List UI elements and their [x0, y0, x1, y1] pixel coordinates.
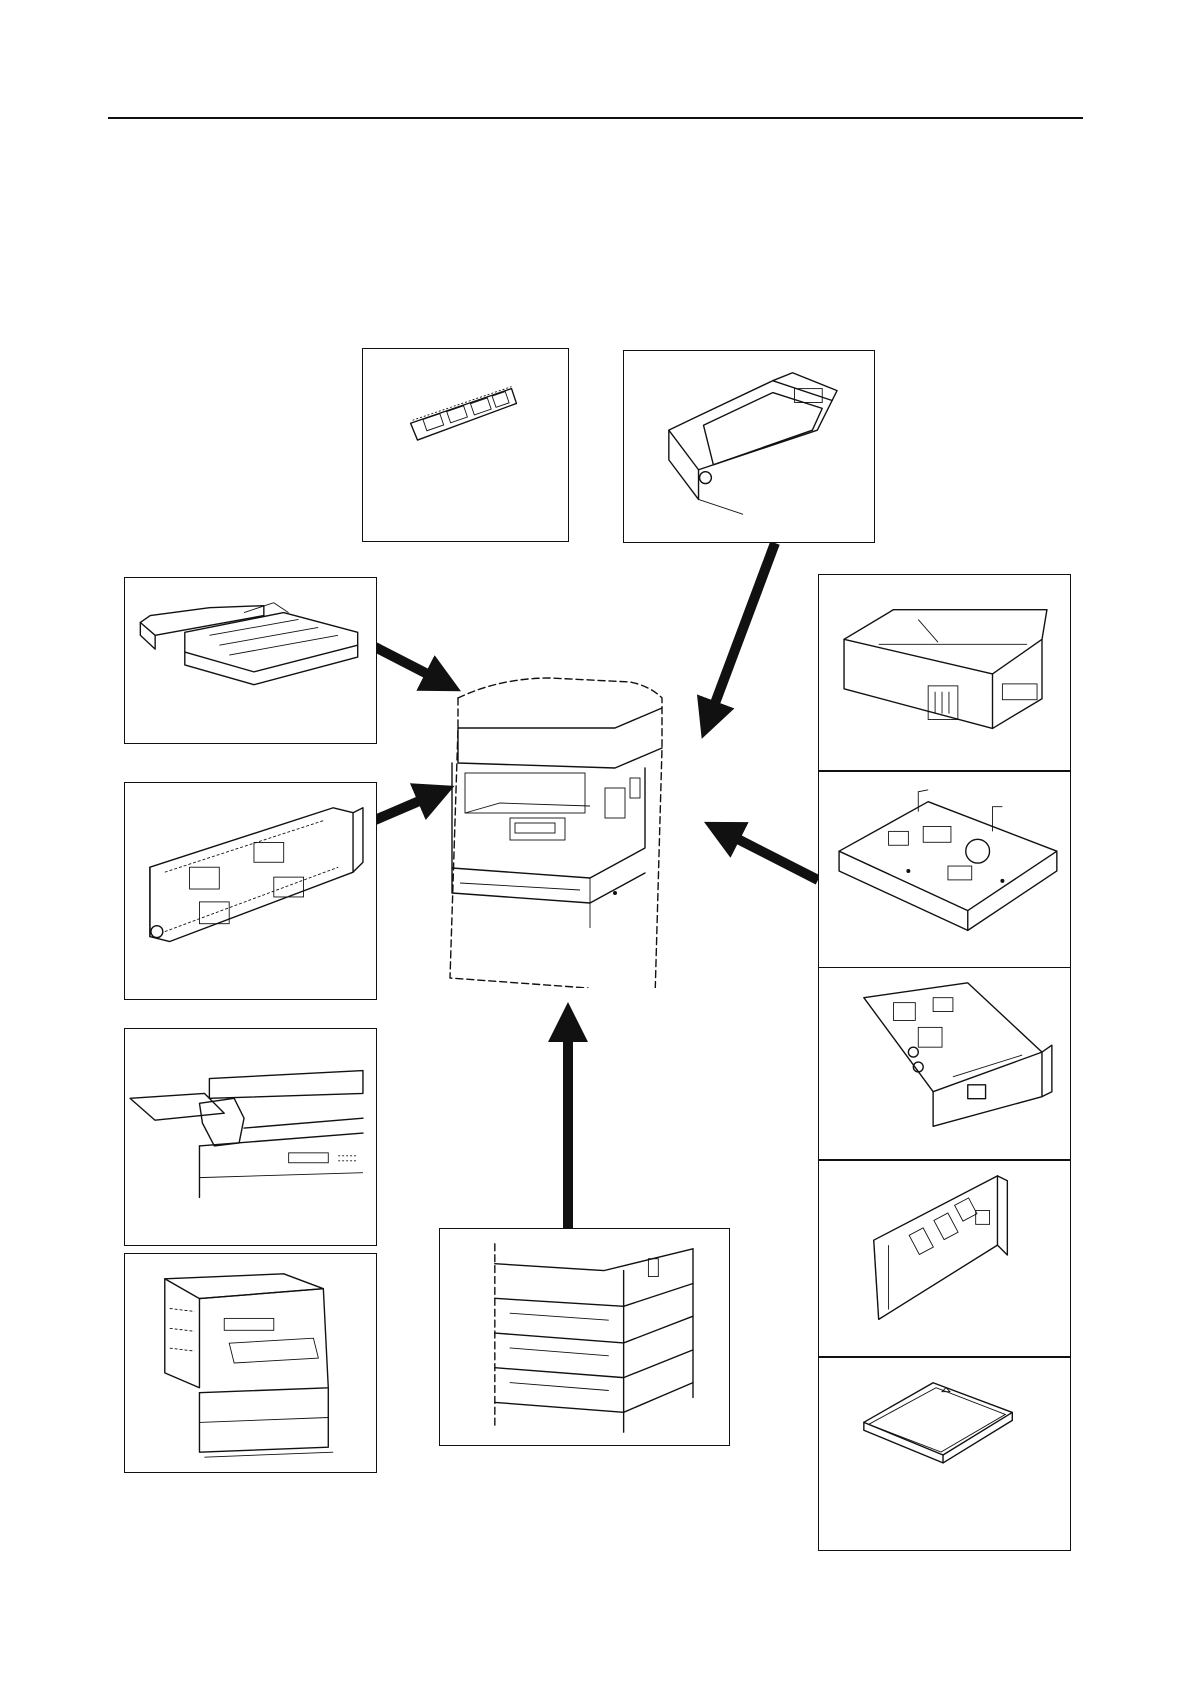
- option-key-counter: [818, 574, 1071, 771]
- option-network-card: [818, 967, 1071, 1160]
- memory-module-icon: [363, 349, 568, 541]
- arrow-right-options: [720, 830, 818, 880]
- arrow-document-processor: [375, 647, 445, 683]
- paper-feeder-icon: [440, 1229, 729, 1445]
- option-paper-feeder: [439, 1228, 730, 1446]
- option-duplex-unit: [124, 782, 377, 1000]
- option-memory-module: [362, 348, 569, 542]
- arrow-hard-disk: [708, 543, 775, 722]
- option-hard-disk: [623, 350, 875, 543]
- main-unit: [440, 668, 690, 988]
- key-counter-icon: [819, 575, 1070, 770]
- hard-disk-icon: [624, 351, 874, 542]
- document-processor-icon: [125, 578, 376, 743]
- copier-main-unit-icon: [440, 668, 690, 988]
- option-fax-board: [818, 1160, 1071, 1357]
- printer-board-icon: [819, 772, 1070, 967]
- network-interface-card-icon: [819, 968, 1070, 1159]
- option-document-processor: [124, 577, 377, 744]
- compact-flash-card-icon: [819, 1358, 1070, 1550]
- arrow-duplex-unit: [375, 793, 438, 820]
- option-job-separator: [124, 1028, 377, 1246]
- duplex-unit-icon: [125, 783, 376, 999]
- option-fax-copier: [124, 1253, 377, 1473]
- header-rule: [108, 117, 1083, 119]
- job-separator-icon: [125, 1029, 376, 1245]
- fax-board-icon: [819, 1161, 1070, 1356]
- option-memory-card: [818, 1357, 1071, 1551]
- option-printer-board: [818, 771, 1071, 968]
- copier-with-fax-icon: [125, 1254, 376, 1472]
